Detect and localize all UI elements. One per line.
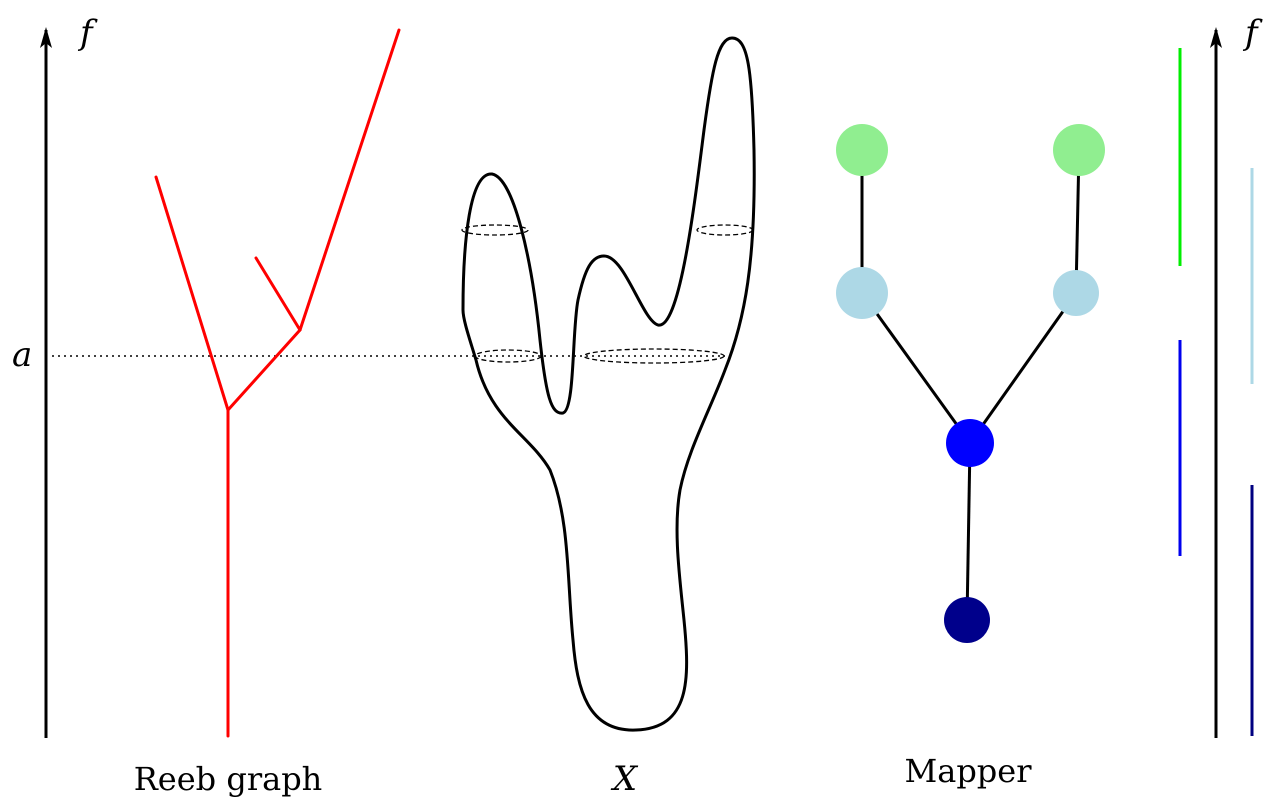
- cover-intervals: [1178, 48, 1254, 736]
- left-axis-arrow-icon: [40, 27, 52, 48]
- mapper-node-mid-right: [1053, 270, 1099, 316]
- right-axis: f: [1210, 13, 1263, 738]
- mapper-edge-right-mid: [968, 292, 1078, 444]
- slice-a-right: [583, 348, 725, 364]
- left-axis: f: [40, 13, 98, 738]
- space-x-outline: [461, 36, 756, 732]
- mapper-node-top-right: [1053, 124, 1105, 176]
- slice-a-left: [474, 349, 542, 363]
- space-x-caption: X: [610, 759, 639, 799]
- right-axis-label: f: [1242, 13, 1263, 53]
- mapper-node-top-left: [836, 124, 888, 176]
- mapper-edges: [860, 149, 1081, 621]
- right-axis-arrow-icon: [1210, 27, 1222, 48]
- slice-upper-left: [461, 224, 529, 236]
- level-set-slices: [461, 224, 754, 364]
- mapper-node-bottom: [944, 597, 990, 643]
- slice-upper-right: [696, 224, 754, 236]
- reeb-edge-right-branch: [298, 28, 401, 332]
- mapper-edge-left-mid: [860, 292, 972, 444]
- mapper-node-mid-left: [836, 267, 888, 319]
- level-label: a: [12, 335, 32, 375]
- reeb-graph: [154, 28, 401, 738]
- reeb-graph-caption: Reeb graph: [134, 760, 323, 798]
- left-axis-label: f: [77, 13, 98, 53]
- mapper-caption: Mapper: [904, 752, 1032, 790]
- mapper-graph: [836, 124, 1105, 643]
- space-x: [461, 36, 756, 732]
- reeb-edge-middle: [226, 328, 302, 412]
- reeb-edge-short-branch: [254, 256, 302, 332]
- level-set: a: [12, 335, 725, 375]
- reeb-edge-left-branch: [154, 175, 230, 412]
- mapper-node-center: [946, 419, 994, 467]
- mapper-edge-bottom: [965, 442, 972, 621]
